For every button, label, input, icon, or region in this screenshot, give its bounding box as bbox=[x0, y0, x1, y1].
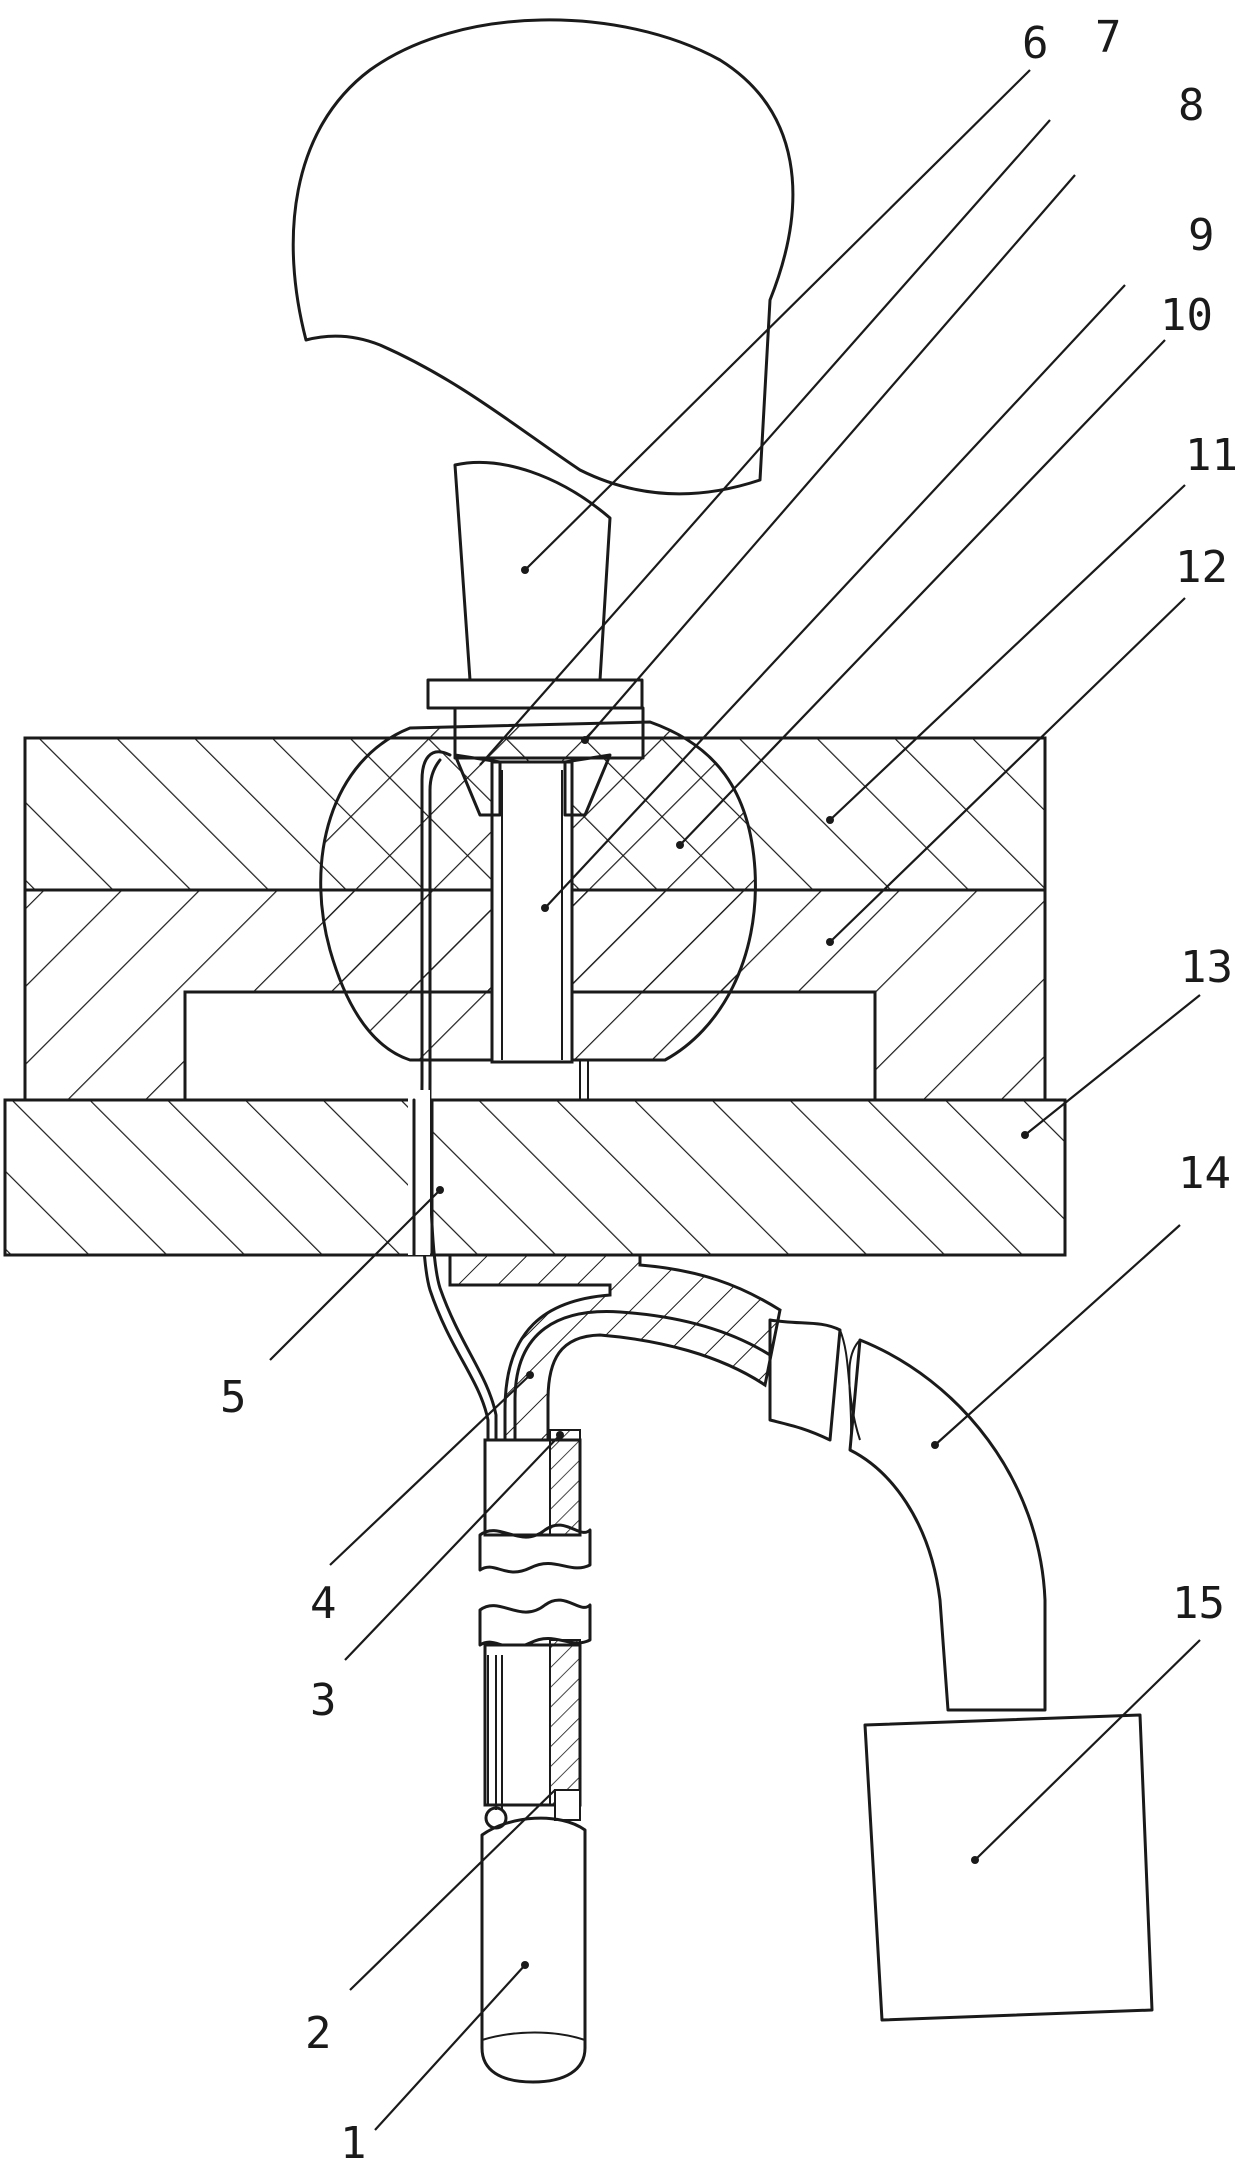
label-9: 9 bbox=[1188, 210, 1215, 261]
instrument-box bbox=[865, 1715, 1152, 2020]
label-6: 6 bbox=[1022, 18, 1049, 69]
label-15: 15 bbox=[1172, 1578, 1225, 1629]
ball-joint bbox=[321, 722, 756, 1100]
label-14: 14 bbox=[1178, 1148, 1231, 1199]
label-10: 10 bbox=[1160, 290, 1213, 341]
base-plate bbox=[5, 1100, 1065, 1255]
cable bbox=[770, 1320, 1045, 1710]
label-8: 8 bbox=[1178, 80, 1205, 131]
stem bbox=[455, 462, 610, 680]
label-3: 3 bbox=[310, 1675, 337, 1726]
label-7: 7 bbox=[1095, 12, 1122, 63]
cap-head bbox=[293, 20, 793, 494]
label-12: 12 bbox=[1175, 542, 1228, 593]
label-4: 4 bbox=[310, 1578, 337, 1629]
label-5: 5 bbox=[220, 1372, 247, 1423]
label-1: 1 bbox=[340, 2118, 367, 2165]
label-2: 2 bbox=[305, 2008, 332, 2059]
probe-tube bbox=[480, 1430, 590, 2082]
label-11: 11 bbox=[1185, 430, 1238, 481]
label-13: 13 bbox=[1180, 942, 1233, 993]
